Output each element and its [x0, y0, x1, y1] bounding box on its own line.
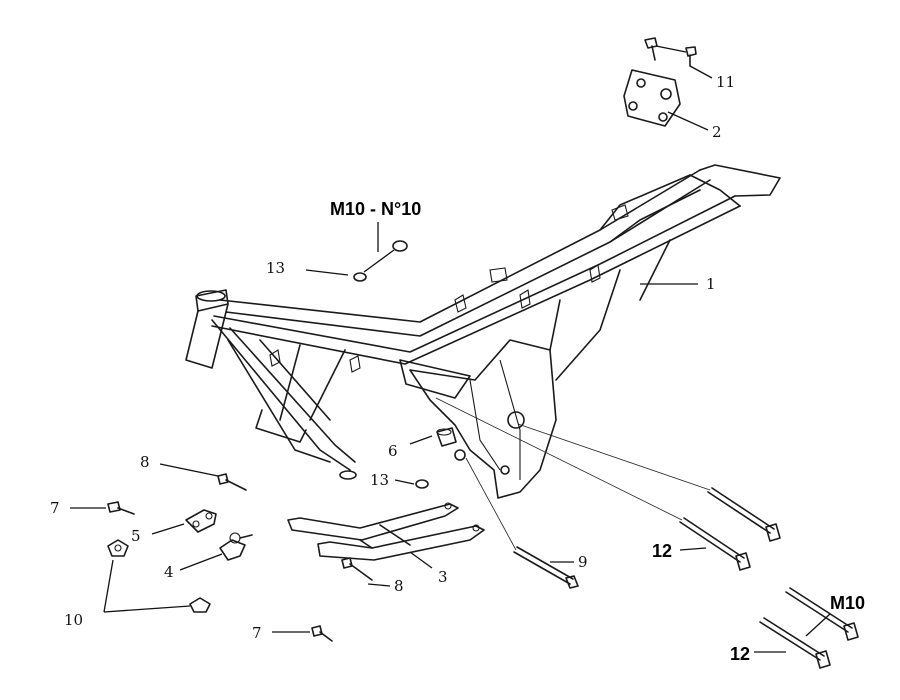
bushing-part-4	[219, 532, 253, 561]
bolt-part-7-upper	[107, 501, 135, 515]
callout-1: 1	[706, 275, 716, 293]
mount-plate-part-2	[623, 69, 681, 127]
callout-7-lower: 7	[252, 624, 262, 642]
callout-7-upper: 7	[50, 499, 60, 517]
bolt-part-8-lower	[341, 557, 373, 581]
callout-8-lower: 8	[394, 577, 404, 595]
callout-13-upper: 13	[266, 259, 285, 277]
callout-3: 3	[438, 568, 448, 586]
callout-5: 5	[131, 527, 141, 545]
callout-6: 6	[388, 442, 398, 460]
annotation-top-nut: M10 - N°10	[330, 199, 421, 219]
bolt-part-12-c	[785, 587, 859, 641]
lower-bracket-part-3	[287, 502, 485, 561]
spacer-part-6	[436, 427, 457, 447]
leader-lines	[70, 45, 831, 653]
bolt-part-12-b	[679, 517, 751, 571]
callout-9: 9	[578, 553, 588, 571]
callout-12-upper: 12	[652, 541, 672, 561]
callout-2: 2	[712, 123, 722, 141]
bolt-part-9	[513, 546, 579, 589]
bolt-part-7-lower	[311, 625, 333, 642]
callout-4: 4	[164, 563, 174, 581]
callout-12-lower: 12	[730, 644, 750, 664]
bracket-part-5	[185, 509, 217, 533]
nut-part-13-top	[353, 240, 408, 282]
callout-10: 10	[64, 611, 83, 629]
callout-8-upper: 8	[140, 453, 150, 471]
annotation-bolt-size: M10	[830, 593, 865, 613]
nut-part-13-lower	[415, 479, 429, 489]
nuts-part-10	[107, 539, 211, 613]
callout-13-lower: 13	[370, 471, 389, 489]
main-frame	[185, 164, 781, 499]
bolt-part-12-d	[759, 617, 831, 669]
bolt-part-8-upper	[217, 473, 247, 491]
bolt-part-12-a	[707, 487, 781, 542]
assembly-lines	[435, 397, 711, 551]
callout-11: 11	[716, 73, 735, 91]
bolts-part-11	[644, 37, 697, 67]
